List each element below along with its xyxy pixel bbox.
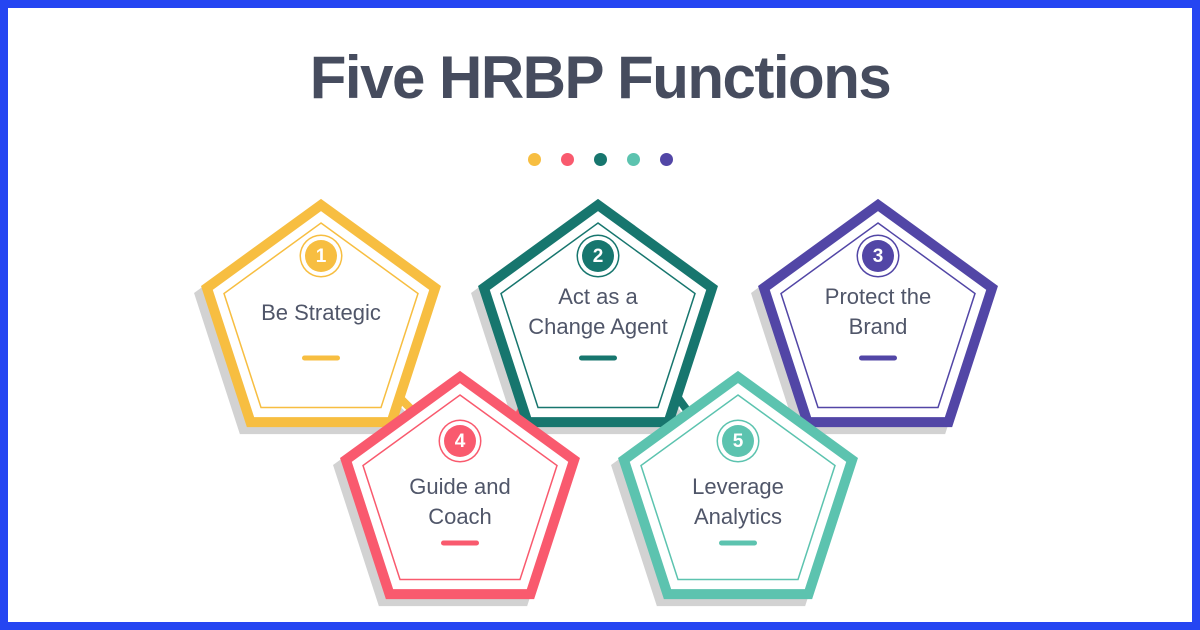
pentagon-outline-3 — [758, 198, 998, 428]
pentagon-inner-outline-1 — [223, 222, 419, 409]
pentagon-outline-1 — [201, 198, 441, 428]
pentagon-outline-2 — [478, 198, 718, 428]
pentagon-inner-outline-2 — [500, 222, 696, 409]
accent-dot-3 — [593, 153, 607, 166]
pentagon-inner-outline-5 — [640, 394, 836, 581]
accent-dot-1 — [527, 153, 541, 166]
pentagon-outline-5 — [618, 370, 858, 600]
accent-dots-row — [0, 153, 1200, 166]
pentagon-inner-outline-3 — [780, 222, 976, 409]
page-title: Five HRBP Functions — [309, 44, 892, 111]
pentagon-inner-outline-4 — [362, 394, 558, 581]
accent-dot-5 — [659, 153, 673, 166]
accent-dot-4 — [626, 153, 640, 166]
pentagon-outline-4 — [340, 370, 580, 600]
accent-dot-2 — [560, 153, 574, 166]
